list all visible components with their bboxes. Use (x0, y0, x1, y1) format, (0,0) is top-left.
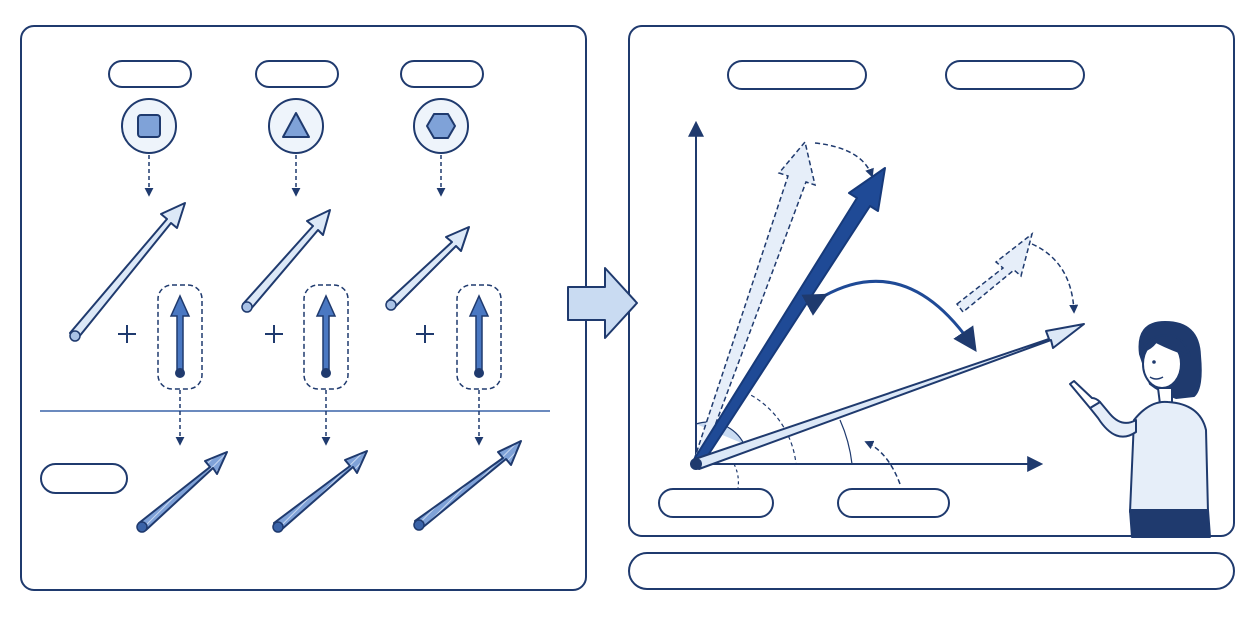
arrow-right-icon (567, 267, 638, 339)
combined-embedding-arrow-3 (413, 440, 522, 531)
token-label-1 (108, 60, 192, 88)
ghost-vector-1 (693, 140, 817, 464)
person-pointing-icon (1069, 321, 1211, 538)
position-vector-1 (157, 284, 203, 390)
axis-label-1 (658, 488, 774, 518)
position-vector-3 (456, 284, 502, 390)
icon-connectors (144, 155, 446, 197)
caption-bar (628, 552, 1235, 590)
triangle-icon (268, 98, 324, 154)
token-embedding-arrow-3 (385, 226, 470, 311)
heading-left-label (727, 60, 867, 90)
square-icon (121, 98, 177, 154)
hexagon-icon (413, 98, 469, 154)
ghost-vector-2 (955, 232, 1034, 314)
position-connectors (175, 390, 484, 446)
combined-embedding-arrow-1 (136, 451, 228, 533)
combined-embedding-arrow-2 (272, 450, 368, 533)
relative-angle-arrow (801, 279, 977, 352)
origin-point (690, 458, 702, 470)
rotation-indicators (814, 142, 1079, 485)
heading-right-label (945, 60, 1085, 90)
position-vector-2 (303, 284, 349, 390)
result-label (40, 463, 128, 494)
token-label-3 (400, 60, 484, 88)
plus-icons (118, 325, 434, 343)
token-label-2 (255, 60, 339, 88)
token-embedding-arrow-1 (69, 202, 186, 342)
axis-label-2 (837, 488, 950, 518)
coordinate-axes (688, 120, 1044, 472)
rotated-vector-1 (692, 167, 886, 467)
rotated-vector-2 (694, 323, 1085, 470)
token-embedding-arrow-2 (241, 209, 331, 313)
